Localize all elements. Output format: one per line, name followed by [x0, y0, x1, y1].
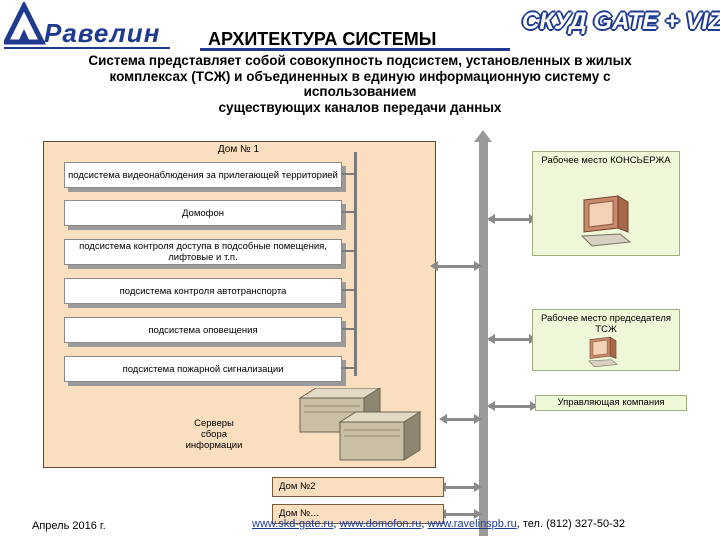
connector-line	[342, 328, 356, 330]
arrow-bus-concierge	[489, 218, 531, 221]
arrow-head-right-icon	[474, 482, 482, 492]
arrow-bus-house2	[444, 486, 478, 489]
subsystem-vehicle: подсистема контроля автотранспорта	[64, 278, 342, 304]
intro-line: Система представляет собой совокупность …	[88, 53, 632, 68]
subsystem-fire: подсистема пожарной сигнализации	[64, 356, 342, 382]
arrow-bus-company	[489, 405, 533, 408]
computer-icon	[580, 195, 632, 247]
workplace-company-label: Управляющая компания	[557, 397, 665, 408]
intro-line: использованием	[303, 84, 417, 99]
arrow-servers-bus	[445, 418, 478, 421]
workplace-management-company: Управляющая компания	[535, 395, 687, 411]
connector-line	[342, 250, 356, 252]
intro-text: Система представляет собой совокупность …	[40, 53, 680, 115]
arrow-head-right-icon	[474, 414, 482, 424]
arrow-head-right-icon	[474, 261, 482, 271]
arrow-head-right-icon	[530, 401, 538, 411]
arrow-head-left-icon	[487, 334, 495, 344]
servers-label: Серверы сбора информации	[185, 418, 243, 451]
connector-line	[342, 173, 356, 175]
house-connector-vertical	[354, 152, 357, 376]
connector-line	[342, 289, 356, 291]
house-n-box: Дом №…	[272, 504, 444, 524]
connector-line	[342, 211, 356, 213]
brand-logo: СКУД GATE + VIZIT	[522, 8, 720, 35]
arrow-head-right-icon	[474, 509, 482, 519]
arrow-head-left-icon	[487, 401, 495, 411]
workplace-chairman-label: Рабочее место председателя ТСЖ	[540, 313, 672, 335]
arrow-head-left-icon	[487, 214, 495, 224]
logo-text: Равелин	[44, 18, 161, 48]
arrow-head-left-icon	[439, 414, 447, 424]
subsystem-video: подсистема видеонаблюдения за прилегающе…	[64, 162, 342, 188]
footer-date: Апрель 2016 г.	[32, 520, 106, 532]
subsystem-alert: подсистема оповещения	[64, 317, 342, 343]
computer-icon	[588, 336, 618, 368]
link-ravelinspb[interactable]: www.ravelinspb.ru	[427, 518, 517, 530]
intro-line: комплексах (ТСЖ) и объединенных в единую…	[109, 68, 611, 84]
subsystem-access: подсистема контроля доступа в подсобные …	[64, 239, 342, 265]
intro-line: существующих каналов передачи данных	[218, 99, 502, 115]
connector-line	[342, 367, 356, 369]
logo-rule	[4, 47, 170, 49]
house-2-box: Дом №2	[272, 477, 444, 497]
ravelin-logo	[4, 2, 47, 45]
arrow-house-bus	[436, 265, 478, 268]
workplace-concierge-label: Рабочее место КОНСЬЕРЖА	[541, 155, 671, 166]
servers-icon	[298, 388, 422, 461]
data-bus	[479, 138, 488, 536]
footer-phone: тел. (812) 327-50-32	[522, 518, 625, 530]
page-title: АРХИТЕКТУРА СИСТЕМЫ	[208, 29, 437, 49]
arrow-bus-chairman	[489, 338, 531, 341]
subsystem-intercom: Домофон	[64, 200, 342, 226]
link-skd-gate[interactable]: www.skd-gate.ru	[252, 518, 334, 530]
arrow-bus-house-n	[444, 513, 478, 516]
house-1-label: Дом № 1	[217, 144, 260, 155]
link-domofon[interactable]: www.domofon.ru	[339, 518, 422, 530]
footer-links: www.skd-gate.ru, www.domofon.ru, www.rav…	[252, 518, 625, 530]
arrow-head-left-icon	[430, 261, 438, 271]
title-underline	[200, 48, 510, 51]
